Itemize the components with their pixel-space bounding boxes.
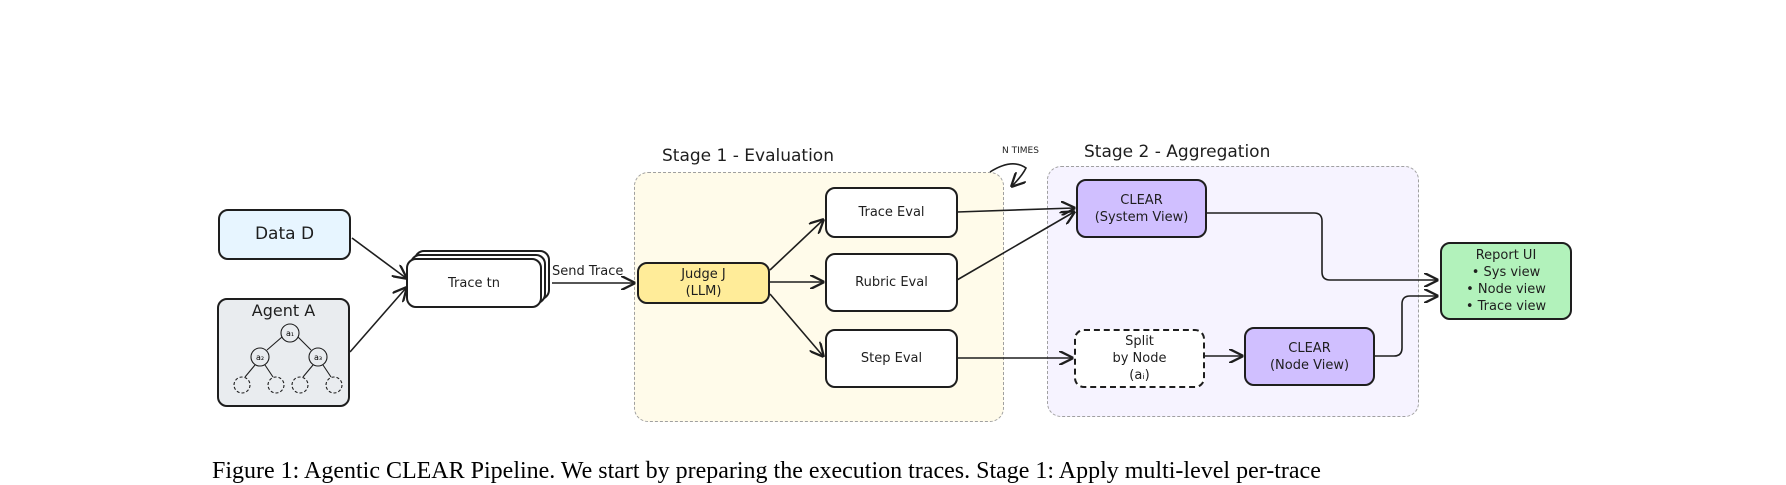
data-label: Data D <box>254 224 315 244</box>
report-item-node: • Node view <box>1466 282 1546 297</box>
agent-label: Agent A <box>251 301 316 320</box>
agent-tree-diagram: a₁ a₂ a₃ <box>232 323 343 394</box>
step-eval-label: Step Eval <box>860 351 923 366</box>
rubric-eval-label: Rubric Eval <box>855 275 928 290</box>
step-eval-node: Step Eval <box>825 329 958 388</box>
trace-label: Trace tn <box>448 275 500 291</box>
arrow-clear-system-to-report <box>1205 212 1437 280</box>
arrow-n-times-loop <box>989 163 1028 186</box>
clear-node-line1: CLEAR <box>1288 340 1331 356</box>
report-title: Report UI <box>1475 248 1537 263</box>
clear-system-line2: (System View) <box>1094 209 1189 225</box>
arrow-trace-eval-to-clear-system <box>956 208 1074 212</box>
clear-node-view-node: CLEAR (Node View) <box>1244 327 1375 386</box>
split-line3: (aᵢ) <box>1129 368 1150 383</box>
split-line2: by Node <box>1112 351 1167 366</box>
agent-child-left-label: a₂ <box>255 353 263 362</box>
connector-arrows <box>349 163 1786 474</box>
report-ui-node: Report UI • Sys view • Node view • Trace… <box>1440 242 1572 320</box>
report-item-trace: • Trace view <box>1465 299 1547 314</box>
arrow-judge-to-step-eval <box>769 293 823 356</box>
arrow-clear-node-to-report <box>1375 296 1437 357</box>
trace-eval-node: Trace Eval <box>825 187 958 238</box>
clear-system-view-node: CLEAR (System View) <box>1076 179 1207 238</box>
agent-node: Agent A a₁ a₂ a₃ <box>217 298 350 407</box>
clear-node-line2: (Node View) <box>1269 357 1350 373</box>
split-line1: Split <box>1125 334 1154 349</box>
arrow-judge-to-trace-eval <box>769 220 823 271</box>
arrow-rubric-eval-to-clear-system <box>956 212 1074 281</box>
split-by-node: Split by Node (aᵢ) <box>1074 329 1205 388</box>
trace-node: Trace tn <box>406 258 542 308</box>
figure-caption: Figure 1: Agentic CLEAR Pipeline. We sta… <box>212 458 1321 484</box>
data-node: Data D <box>218 209 351 260</box>
agent-child-right-label: a₃ <box>313 353 321 362</box>
arrow-data-to-trace <box>351 237 406 278</box>
n-times-note: N TIMES <box>1002 146 1039 156</box>
stage-1-title: Stage 1 - Evaluation <box>662 146 834 166</box>
stage-2-title: Stage 2 - Aggregation <box>1084 142 1271 162</box>
trace-eval-label: Trace Eval <box>858 205 925 220</box>
send-trace-label: Send Trace <box>552 264 624 279</box>
judge-node: Judge J (LLM) <box>637 262 770 304</box>
judge-label-line1: Judge J <box>681 267 726 282</box>
report-item-sys: • Sys view <box>1471 265 1541 280</box>
judge-label-line2: (LLM) <box>685 284 722 299</box>
clear-system-line1: CLEAR <box>1120 192 1163 208</box>
agent-root-label: a₁ <box>285 329 293 338</box>
rubric-eval-node: Rubric Eval <box>825 253 958 312</box>
arrow-agent-to-trace <box>349 288 406 353</box>
